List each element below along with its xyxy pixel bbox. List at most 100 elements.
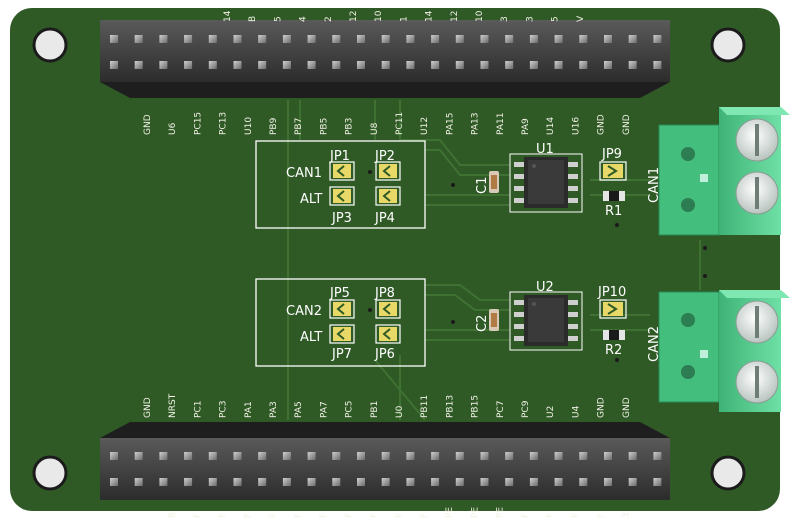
pin-label: GND: [143, 397, 153, 418]
pin-label: B: [248, 16, 258, 22]
header-pin: [134, 452, 143, 460]
pcb-substrate: [10, 8, 780, 511]
pin-label: PB15: [471, 395, 481, 418]
header-pin: [110, 35, 118, 43]
pin-label: GND: [622, 397, 632, 418]
u1-label: U1: [536, 142, 554, 157]
header-pin: [307, 452, 316, 460]
pin-label: PA15: [445, 113, 455, 135]
jp6-label: JP6: [374, 347, 395, 362]
header-pin: [554, 61, 563, 69]
jp2-label: JP2: [374, 149, 395, 164]
header-pin: [628, 452, 637, 460]
pin-label: U14: [546, 117, 556, 135]
pin-label: GND: [622, 114, 632, 135]
header-pin: [381, 452, 390, 460]
pin-label: 5: [551, 16, 561, 22]
header-pin: [134, 35, 143, 43]
header-pin: [110, 452, 118, 460]
jp10-label: JP10: [597, 285, 626, 300]
pin-label: GND: [597, 114, 607, 135]
r2-resistor: R2: [603, 330, 625, 358]
jumper-block-2: JP5 JP8 CAN2 ALT JP7 JP6: [255, 278, 426, 367]
header-pin: [159, 478, 168, 486]
header-pin: [529, 35, 538, 43]
pin-label: PB7: [294, 118, 304, 135]
header-pin: [184, 61, 193, 69]
header-pin: [554, 35, 563, 43]
alt1-row-label: ALT: [300, 192, 322, 207]
pin-label: U16: [571, 117, 581, 135]
jp4-label: JP4: [374, 211, 395, 226]
pin-label: PA5: [294, 401, 304, 418]
header-pin: [431, 61, 440, 69]
header-pin: [233, 61, 242, 69]
header-pin: [258, 478, 267, 486]
header-pin: [480, 35, 489, 43]
jp8-pad: [375, 299, 401, 319]
header-pin: [406, 61, 415, 69]
pin-label: PC1: [193, 401, 203, 418]
header-pin: [628, 61, 637, 69]
vias: [368, 170, 707, 362]
header-pin: [282, 452, 291, 460]
jp9-label: JP9: [601, 147, 622, 162]
header-pin: [505, 452, 514, 460]
jumper-block-1: JP1 JP2 CAN1 ALT JP3 JP4: [255, 140, 426, 229]
pin-label: 1: [399, 16, 409, 22]
pin-label: U8: [370, 122, 380, 135]
header-pin: [604, 35, 612, 43]
pin-label: B: [168, 512, 178, 518]
pin-label: PB1: [370, 401, 380, 418]
header-pin: [282, 478, 291, 486]
pin-label: F: [546, 513, 556, 518]
header-pin: [480, 478, 489, 486]
pin-label: PC11: [395, 112, 405, 135]
pin-label: PC7: [496, 401, 506, 418]
header-pin: [381, 478, 390, 486]
jp7-label: JP7: [331, 347, 352, 362]
header-pin: [455, 61, 464, 69]
jp2-pad: [375, 161, 401, 181]
header-pin: [579, 61, 588, 69]
jp7-pad: [329, 324, 355, 344]
pin-label: PA9: [521, 118, 531, 135]
jp1-label: JP1: [329, 149, 350, 164]
pin-label: 3: [622, 512, 632, 518]
pin-label: 10: [475, 10, 485, 22]
header-pin: [208, 452, 217, 460]
header-pin: [208, 61, 217, 69]
pin-label: U10: [244, 117, 254, 135]
jp10-solder-jumper: JP10: [597, 285, 627, 319]
header-pin: [406, 478, 415, 486]
pin-label: U12: [420, 117, 430, 135]
header-pin: [184, 478, 193, 486]
c1-label: C1: [475, 177, 490, 194]
pin-label: 12: [450, 11, 460, 22]
header-pin: [653, 478, 662, 486]
header-pin: [505, 478, 514, 486]
can2-connector-label: CAN2: [647, 326, 662, 362]
header-pin: [233, 35, 242, 43]
pin-label: F: [244, 513, 254, 518]
header-pin: [184, 452, 193, 460]
pin-label: PB11: [420, 395, 430, 418]
c1-capacitor: C1: [475, 171, 499, 194]
header-pin: [282, 61, 291, 69]
pin-label: F: [571, 513, 581, 518]
pin-label: GND: [597, 397, 607, 418]
header-pin: [505, 61, 514, 69]
header-pin: [184, 35, 193, 43]
header-pin: [159, 35, 168, 43]
pin-label: PA1: [244, 401, 254, 418]
header-pin: [110, 478, 118, 486]
header-pin: [307, 61, 316, 69]
pin-label: PA7: [319, 401, 329, 418]
pin-label: U0: [395, 405, 405, 418]
header-pin: [579, 35, 588, 43]
header-pin: [653, 452, 662, 460]
pin-label: U4: [571, 405, 581, 418]
header-pin: [208, 35, 217, 43]
mounting-holes: [32, 27, 746, 491]
